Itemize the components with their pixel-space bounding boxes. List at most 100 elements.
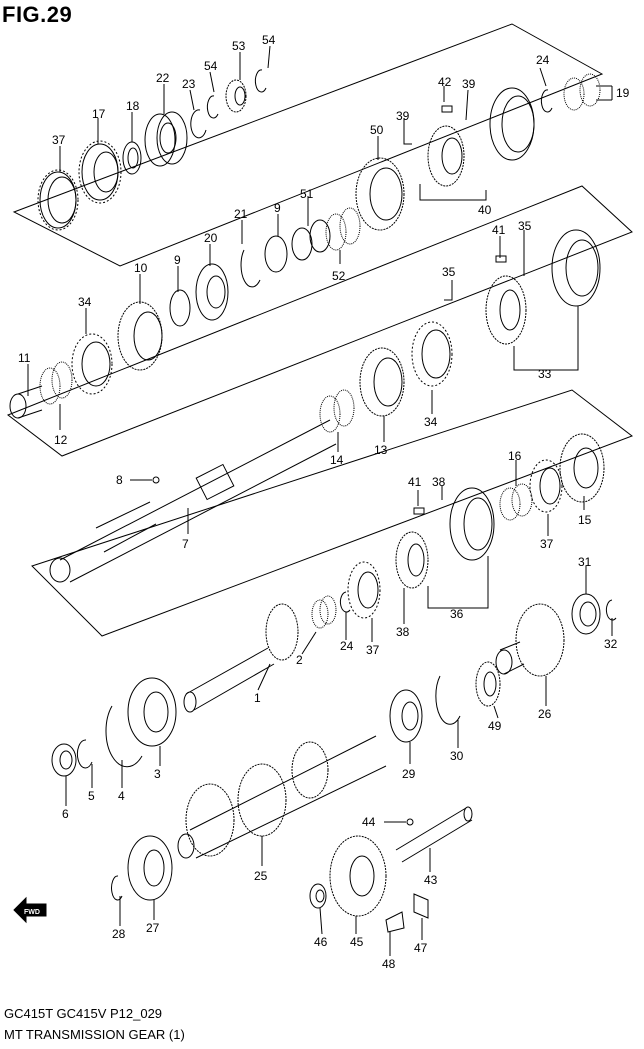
callout-11: 11 [18, 351, 31, 365]
part-13-gear[interactable] [359, 347, 405, 417]
part-49-gear[interactable] [475, 661, 501, 707]
part-44-ball[interactable] [406, 818, 414, 826]
part-24-snap-ring-2[interactable] [339, 591, 351, 613]
part-18-ring[interactable] [122, 141, 142, 175]
callout-6: 6 [62, 807, 69, 821]
callout-33: 33 [538, 367, 552, 381]
part-50-gear[interactable] [355, 157, 405, 231]
part-30-snap-ring[interactable] [435, 675, 461, 725]
part-54-snap-ring-2[interactable] [254, 69, 267, 93]
callout-40: 40 [478, 203, 492, 217]
callout-44: 44 [362, 815, 376, 829]
part-25-countershaft[interactable] [177, 735, 387, 859]
callout-15: 15 [578, 513, 592, 527]
callout-47: 47 [414, 941, 428, 955]
part-42-key[interactable] [441, 105, 453, 113]
callout-16: 16 [508, 449, 522, 463]
part-39-sleeve[interactable] [489, 87, 535, 161]
part-41-key[interactable] [495, 255, 507, 263]
part-17-gear[interactable] [78, 140, 122, 204]
footer-diagram-title: MT TRANSMISSION GEAR (1) [4, 1027, 185, 1042]
callout-8: 8 [116, 473, 123, 487]
part-29-bearing[interactable] [389, 689, 423, 743]
callout-32: 32 [604, 637, 618, 651]
leader-lines [27, 45, 613, 956]
part-47-plate[interactable] [413, 893, 429, 919]
part-23-snap-ring[interactable] [190, 109, 207, 139]
part-46-washer[interactable] [309, 883, 327, 909]
part-14-needle-bearing[interactable] [319, 389, 355, 433]
part-48-bolt[interactable] [385, 911, 405, 933]
part-27-bearing[interactable] [127, 835, 173, 901]
part-35-sleeve[interactable] [551, 229, 601, 307]
part-16-needle-bearing[interactable] [499, 483, 533, 521]
part-53-gear[interactable] [225, 79, 247, 113]
callout-37-c: 37 [366, 643, 380, 657]
part-32-snap-ring[interactable] [605, 599, 617, 621]
callout-38: 38 [432, 475, 446, 489]
part-6-oil-seal[interactable] [51, 743, 77, 777]
callout-18: 18 [126, 99, 140, 113]
callout-39: 39 [462, 77, 476, 91]
part-31-bearing[interactable] [571, 593, 601, 635]
part-7-main-shaft[interactable] [49, 419, 337, 583]
callout-20: 20 [204, 231, 218, 245]
part-9-washer-2[interactable] [169, 289, 191, 327]
part-28-snap-ring[interactable] [111, 875, 123, 901]
part-20-bearing[interactable] [195, 263, 229, 321]
callout-4: 4 [118, 789, 125, 803]
part-37-synchronizer-ring[interactable] [37, 169, 79, 231]
part-22-bearing[interactable] [144, 111, 188, 167]
callout-46: 46 [314, 935, 328, 949]
callout-13: 13 [374, 443, 388, 457]
part-15-gear[interactable] [559, 433, 605, 503]
callout-14: 14 [330, 453, 344, 467]
part-38-sleeve[interactable] [449, 487, 495, 561]
callout-23: 23 [182, 77, 196, 91]
part-19-needle-bearing[interactable] [563, 73, 601, 111]
part-39-synchronizer-hub[interactable] [427, 125, 465, 187]
part-5-snap-ring[interactable] [76, 739, 93, 769]
part-4-snap-ring[interactable] [105, 705, 143, 768]
part-12-needle-bearing[interactable] [39, 361, 73, 405]
part-41-key-2[interactable] [413, 507, 425, 515]
part-43-reverse-idler-shaft[interactable] [395, 806, 473, 863]
callout-9-b: 9 [174, 253, 181, 267]
callout-12: 12 [54, 433, 68, 447]
figure-title: FIG.29 [2, 2, 73, 27]
callout-52: 52 [332, 269, 346, 283]
part-1-input-shaft[interactable] [183, 603, 299, 713]
part-24-snap-ring[interactable] [540, 89, 553, 113]
callout-22: 22 [156, 71, 170, 85]
part-45-reverse-idler-gear[interactable] [329, 835, 387, 917]
part-3-bearing[interactable] [127, 677, 177, 747]
part-37-synchronizer-ring-3[interactable] [347, 561, 381, 619]
part-35-hub[interactable] [485, 275, 527, 345]
part-9-washer[interactable] [264, 235, 288, 273]
callout-31: 31 [578, 555, 592, 569]
part-2-needle-bearing[interactable] [311, 595, 337, 629]
callout-48: 48 [382, 957, 396, 971]
callout-27: 27 [146, 921, 160, 935]
part-21-snap-ring[interactable] [240, 249, 261, 288]
callout-54-b: 54 [262, 33, 276, 47]
callout-35: 35 [518, 219, 532, 233]
part-10-gear[interactable] [117, 301, 163, 371]
part-54-snap-ring[interactable] [206, 95, 219, 119]
part-26-gear[interactable] [495, 603, 565, 677]
fwd-arrow-icon [13, 896, 47, 924]
part-37-synchronizer-ring-2[interactable] [529, 459, 563, 513]
callout-49: 49 [488, 719, 502, 733]
part-51-collar[interactable] [291, 219, 331, 261]
part-34-synchronizer-ring-2[interactable] [411, 321, 453, 387]
part-38-hub[interactable] [395, 531, 429, 589]
callout-28: 28 [112, 927, 126, 941]
part-8-ball[interactable] [152, 476, 160, 484]
part-11-collar[interactable] [9, 385, 43, 419]
callout-41: 41 [492, 223, 506, 237]
callout-21: 21 [234, 207, 248, 221]
part-34-synchronizer-ring[interactable] [71, 333, 113, 395]
part-52-needle-bearing[interactable] [325, 207, 361, 251]
callout-37-b: 37 [540, 537, 554, 551]
callout-3: 3 [154, 767, 161, 781]
